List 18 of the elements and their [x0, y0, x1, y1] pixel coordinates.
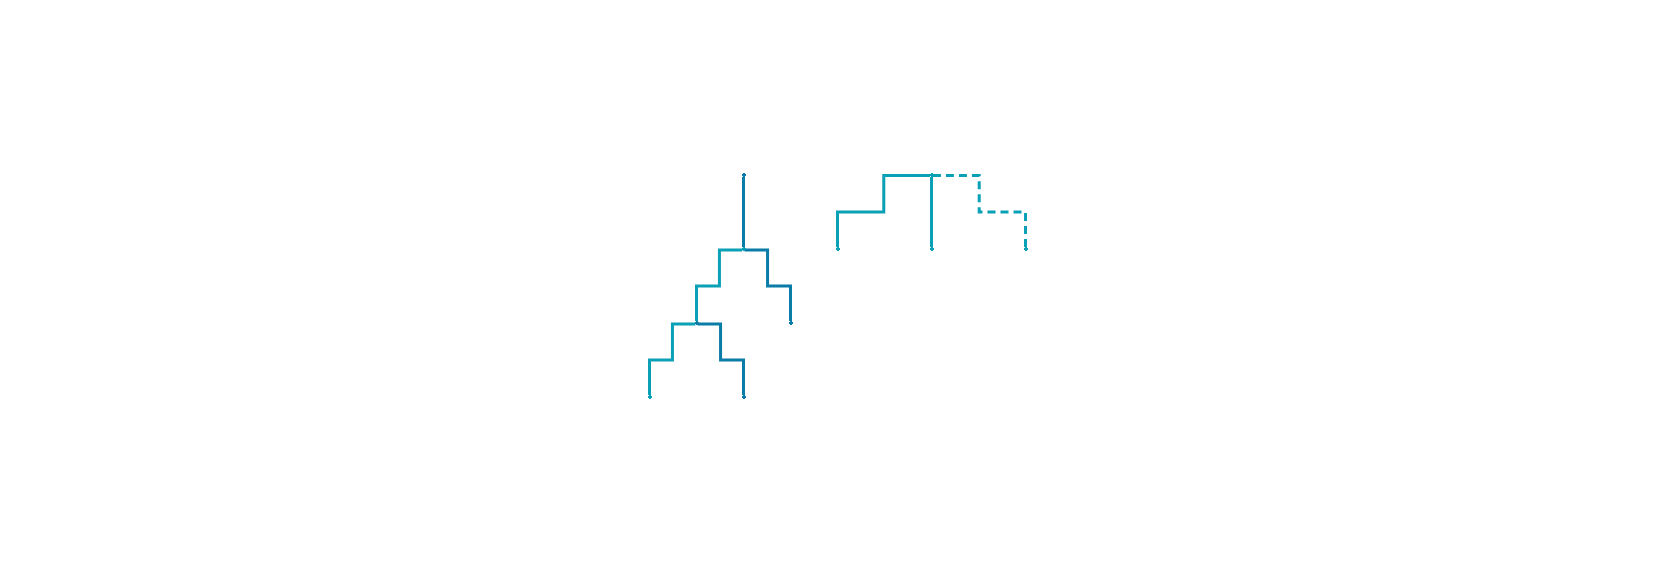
connector [836, 174, 931, 249]
connector [744, 248, 792, 323]
connector [742, 175, 745, 249]
node-diamond [929, 172, 935, 178]
connector [932, 174, 1027, 249]
connector [697, 322, 745, 397]
connector [695, 248, 743, 323]
node-diamond [1023, 246, 1029, 252]
node-diamond [647, 394, 653, 400]
node-diamond [694, 320, 700, 326]
connector [930, 175, 933, 249]
node-diamond [835, 246, 841, 252]
node-diamond [741, 172, 747, 178]
node-diamond [929, 246, 935, 252]
node-diamond [741, 246, 747, 252]
connector [648, 322, 696, 397]
node-diamond [741, 394, 747, 400]
node-diamond [788, 320, 794, 326]
